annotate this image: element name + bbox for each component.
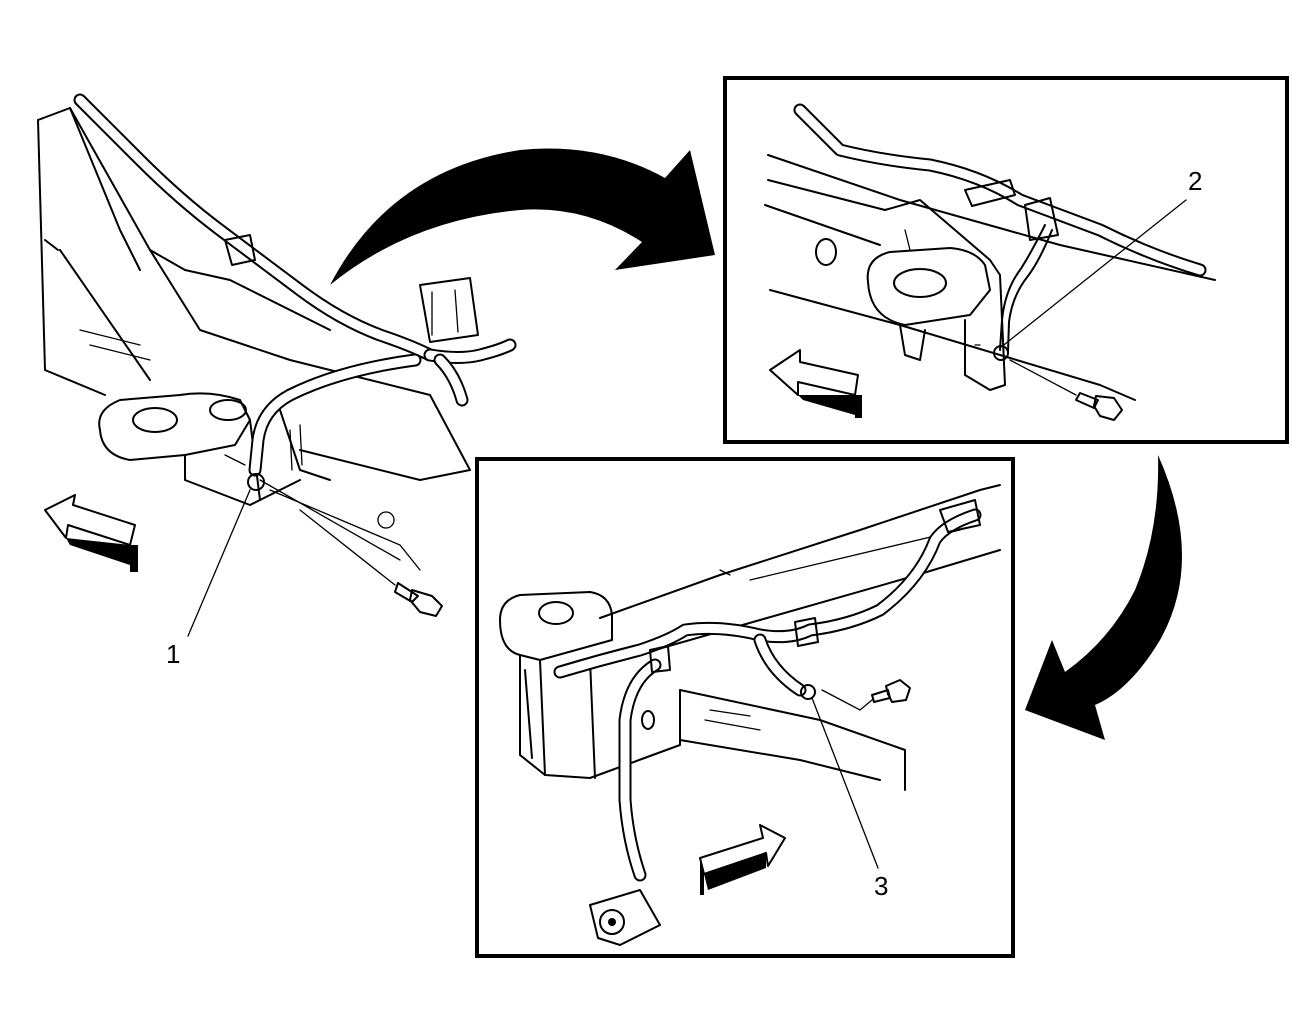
detail-view-2 <box>723 76 1289 444</box>
transition-arrow-2-icon <box>1025 455 1183 740</box>
front-direction-arrow-icon <box>769 349 862 418</box>
callout-1-label: 1 <box>166 639 180 669</box>
callout-3-label: 3 <box>874 871 888 901</box>
main-frame-view <box>37 93 517 617</box>
front-direction-arrow-icon <box>44 494 138 572</box>
bolt-icon <box>871 679 911 703</box>
bolt-icon <box>1075 392 1123 421</box>
bolt-icon <box>394 582 443 617</box>
detail-view-3 <box>475 457 1015 958</box>
connector-icon <box>589 889 661 946</box>
rear-direction-arrow-icon <box>699 824 786 895</box>
callout-2-label: 2 <box>1188 166 1202 196</box>
callout-2: 2 <box>999 166 1202 349</box>
transition-arrow-1-icon <box>330 148 715 285</box>
callout-1: 1 <box>166 489 251 669</box>
callout-3: 3 <box>811 697 888 901</box>
